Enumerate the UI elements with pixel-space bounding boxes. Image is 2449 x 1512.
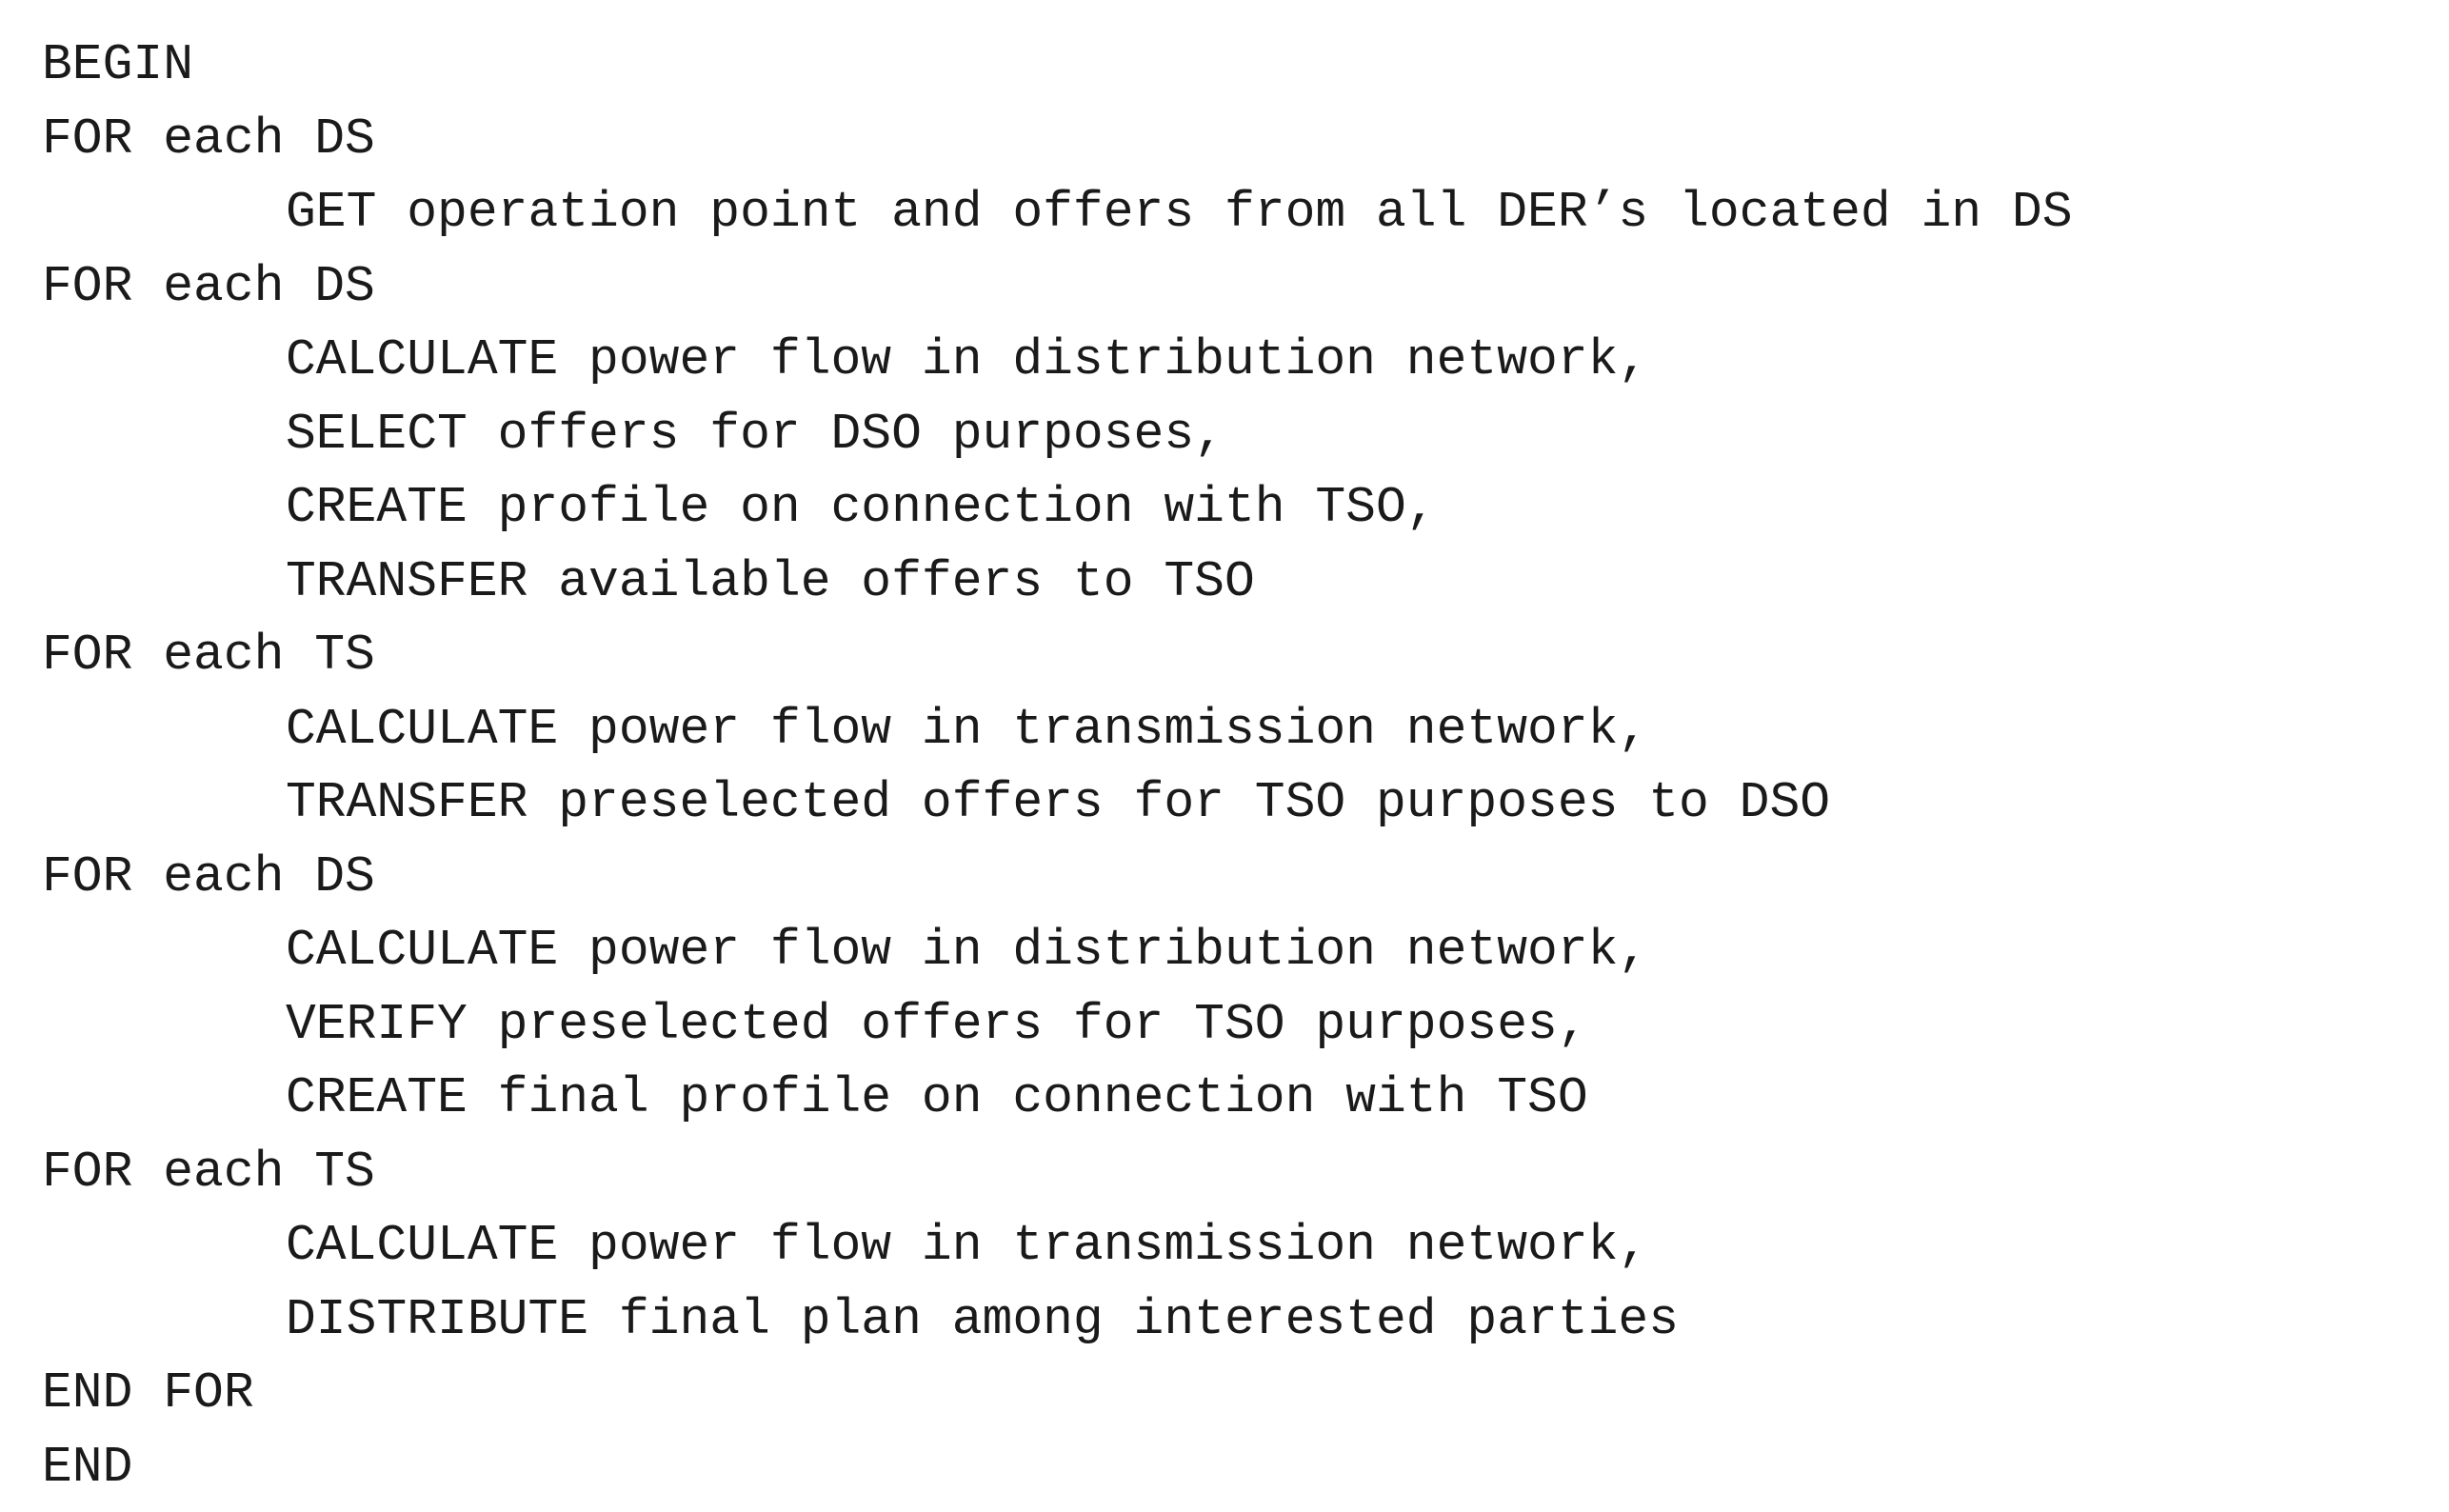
code-line: SELECT offers for DSO purposes,	[286, 405, 1224, 463]
code-line: CALCULATE power flow in transmission net…	[286, 1217, 1649, 1274]
code-line: END FOR	[42, 1364, 254, 1422]
code-line: FOR each TS	[42, 627, 375, 684]
code-line: CALCULATE power flow in transmission net…	[286, 700, 1649, 758]
code-line: BEGIN	[42, 36, 194, 93]
code-line: FOR each DS	[42, 847, 375, 905]
code-line: DISTRIBUTE final plan among interested p…	[286, 1290, 1680, 1348]
code-line: CALCULATE power flow in distribution net…	[286, 922, 1649, 979]
code-line: FOR each DS	[42, 257, 375, 315]
pseudocode-block: BEGIN FOR each DS GET operation point an…	[42, 29, 2073, 1504]
code-line: VERIFY preselected offers for TSO purpos…	[286, 995, 1588, 1053]
code-line: TRANSFER preselected offers for TSO purp…	[286, 774, 1831, 831]
code-line: CREATE profile on connection with TSO,	[286, 479, 1437, 536]
code-line: CREATE final profile on connection with …	[286, 1069, 1588, 1126]
code-line: CALCULATE power flow in distribution net…	[286, 331, 1649, 388]
code-line: FOR each TS	[42, 1143, 375, 1201]
code-line: FOR each DS	[42, 109, 375, 168]
code-line: GET operation point and offers from all …	[286, 184, 2073, 241]
code-line: END	[42, 1438, 133, 1496]
code-line: TRANSFER available offers to TSO	[286, 552, 1255, 610]
